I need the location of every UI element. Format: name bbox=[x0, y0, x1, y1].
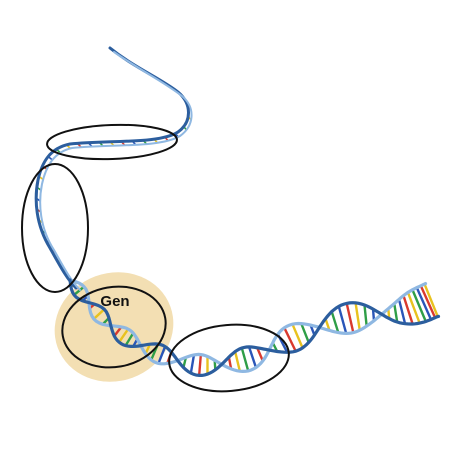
base-pair bbox=[233, 351, 242, 372]
base-pair bbox=[406, 291, 421, 324]
base-pair bbox=[113, 326, 123, 337]
base-pair bbox=[345, 303, 355, 333]
base-pair bbox=[73, 285, 85, 296]
horizontal-ellipse bbox=[46, 123, 178, 161]
base-pair bbox=[247, 346, 258, 368]
dna-double-helix bbox=[68, 278, 441, 377]
base-pair bbox=[157, 346, 167, 364]
vertical-ellipse bbox=[21, 163, 89, 293]
base-pair bbox=[363, 304, 368, 327]
base-pair bbox=[423, 283, 439, 318]
dna-strand-front bbox=[68, 278, 441, 377]
base-pair bbox=[197, 354, 203, 376]
base-pair bbox=[337, 306, 348, 334]
gene-label: Gen bbox=[100, 293, 130, 310]
dna-strand-tail-back bbox=[39, 51, 193, 291]
base-pair bbox=[411, 289, 427, 322]
base-pair bbox=[300, 323, 310, 343]
base-pair bbox=[393, 303, 399, 323]
base-pair bbox=[397, 299, 407, 324]
base-pair bbox=[283, 327, 297, 352]
base-pair bbox=[189, 354, 196, 374]
base-pair bbox=[419, 285, 437, 319]
base-pair bbox=[240, 347, 250, 372]
base-pair bbox=[371, 309, 376, 321]
base-pair bbox=[256, 347, 264, 362]
gene-outline-ellipse bbox=[61, 285, 167, 369]
base-pair bbox=[415, 287, 433, 320]
base-pair bbox=[291, 323, 304, 349]
base-pair bbox=[330, 311, 340, 333]
base-pair bbox=[227, 356, 233, 370]
base-pair bbox=[354, 302, 361, 331]
base-pair bbox=[324, 318, 331, 331]
dna-strand-back bbox=[68, 278, 428, 374]
base-pair bbox=[124, 332, 135, 347]
base-pair bbox=[118, 328, 130, 343]
base-pair bbox=[93, 308, 106, 320]
base-pair bbox=[402, 295, 414, 325]
right-ellipse bbox=[168, 323, 290, 393]
